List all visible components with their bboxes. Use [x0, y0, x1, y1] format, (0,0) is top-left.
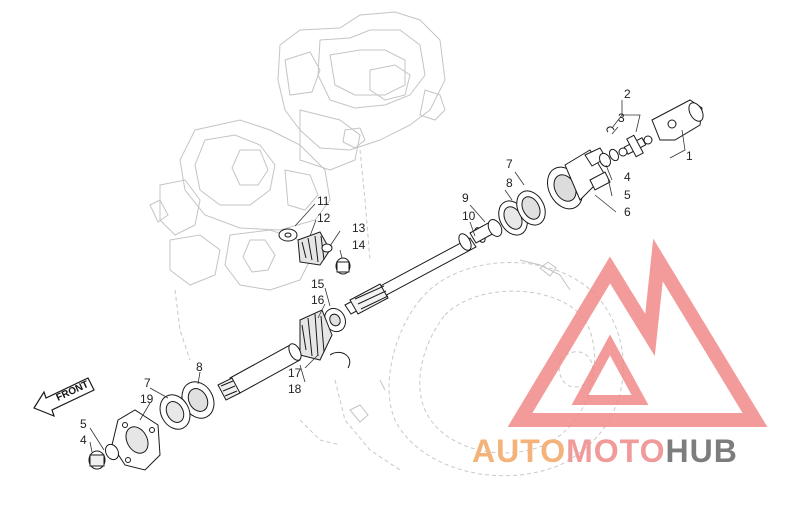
leader-lines: [89, 100, 686, 453]
snap-ring-part-17: [329, 351, 351, 369]
flange-part-19: [111, 409, 161, 471]
label-2: 2: [624, 87, 631, 101]
bevel-gear-upper: [278, 228, 351, 275]
lower-bearing-seal: [159, 381, 215, 430]
drive-shaft-assembly: [344, 221, 497, 315]
label-8-upper: 8: [506, 176, 513, 190]
label-6: 6: [624, 205, 631, 219]
label-7-upper: 7: [506, 157, 513, 171]
lower-nut-washer: [88, 443, 119, 470]
label-12: 12: [317, 211, 331, 225]
label-1: 1: [686, 149, 693, 163]
wordmark-hub: HUB: [665, 433, 737, 469]
label-14: 14: [352, 238, 366, 252]
label-5-lower: 5: [80, 417, 87, 431]
automotohub-wordmark: AUTOMOTOHUB: [472, 433, 738, 469]
label-9: 9: [462, 191, 469, 205]
upper-clip-washer: [598, 148, 620, 168]
upper-bearing-seal: [487, 190, 546, 237]
stub-shaft-part-18: [217, 343, 302, 401]
label-19: 19: [140, 392, 154, 406]
label-17: 17: [288, 366, 302, 380]
svg-text:AUTOMOTOHUB: AUTOMOTOHUB: [472, 433, 738, 469]
label-5-upper: 5: [624, 188, 631, 202]
u-joint-cross-part-3: [606, 126, 653, 158]
label-18: 18: [288, 382, 302, 396]
bevel-gear-lower: [299, 307, 346, 361]
wordmark-auto: AUTO: [472, 433, 566, 469]
automotohub-logo: [507, 238, 768, 427]
front-direction-arrow: FRONT: [33, 377, 95, 418]
label-13: 13: [352, 221, 366, 235]
callout-labels: 2 3 1 4 5 6 7 8 9 10 11 12 13 14 15 16 1…: [80, 87, 693, 447]
label-8-lower: 8: [196, 360, 203, 374]
label-11: 11: [317, 194, 330, 208]
label-7-lower: 7: [144, 376, 151, 390]
yoke-part-6: [546, 147, 611, 210]
yoke-part-1: [651, 99, 704, 141]
label-4-upper: 4: [624, 170, 631, 184]
wordmark-moto: MOTO: [566, 433, 665, 469]
label-10: 10: [462, 209, 476, 223]
label-15: 15: [311, 277, 325, 291]
label-3: 3: [618, 111, 625, 125]
label-16: 16: [311, 293, 325, 307]
engine-ghost-outline: [149, 11, 446, 361]
label-4-lower: 4: [80, 433, 87, 447]
